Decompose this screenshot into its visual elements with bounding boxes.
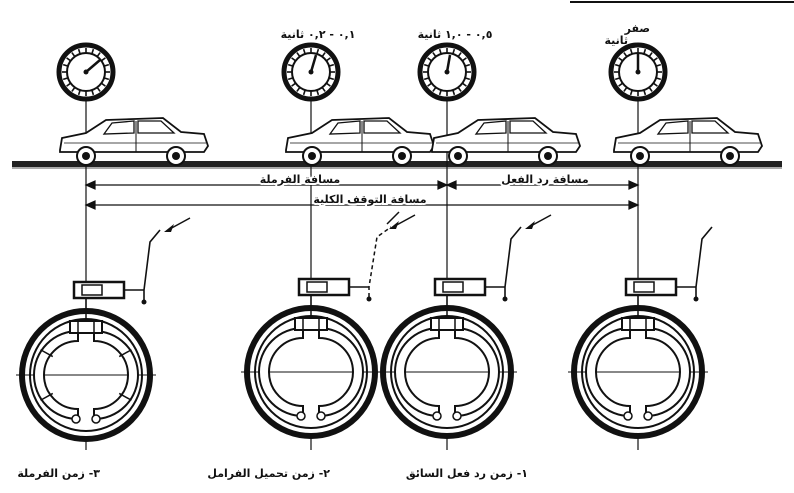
- brake-assembly-3: [377, 214, 552, 439]
- car-2: [285, 117, 435, 166]
- brake-assembly-4: [568, 226, 713, 439]
- timer-4: [608, 42, 668, 102]
- timer-ticks: [423, 48, 471, 96]
- caption-brake-loading-time: ٢- زمن تحميل الفرامل: [207, 467, 330, 480]
- car-3: [431, 117, 581, 166]
- timer-ticks: [614, 48, 662, 96]
- reaction-distance-line: [445, 180, 640, 190]
- timer-1: [56, 42, 116, 102]
- timer-hand: [85, 59, 101, 73]
- timer-2-label: ٠,١ - ٠,٢ ثانية: [281, 28, 356, 41]
- brake-assembly-2: [241, 211, 416, 439]
- timer-4-label: صفر: [624, 22, 650, 35]
- braking-distance-label: مسافة الفرملة: [260, 173, 340, 186]
- timer-ticks: [62, 48, 110, 96]
- timer-hand: [445, 54, 452, 73]
- total-stopping-distance-line: [84, 200, 640, 210]
- car-4: [613, 117, 763, 166]
- total-stopping-distance-label: مسافة التوقف الكلية: [313, 193, 426, 206]
- caption-driver-reaction-time: ١- زمن رد فعل السائق: [406, 467, 528, 480]
- timer-3-label: ٠,٥ - ١,٠ ثانية: [418, 28, 493, 41]
- caption-braking-time: ٣- زمن الفرملة: [17, 467, 100, 480]
- timer-4-sublabel: ثانية: [604, 34, 628, 47]
- timer-ticks: [287, 48, 335, 96]
- timer-2: [281, 42, 341, 102]
- brake-assembly-1: [16, 217, 191, 442]
- timer-hand: [309, 54, 318, 73]
- car-1: [59, 117, 209, 166]
- timer-3: [417, 42, 477, 102]
- braking-distance-line: [84, 180, 449, 190]
- reaction-distance-label: مسافة رد الفعل: [501, 173, 589, 186]
